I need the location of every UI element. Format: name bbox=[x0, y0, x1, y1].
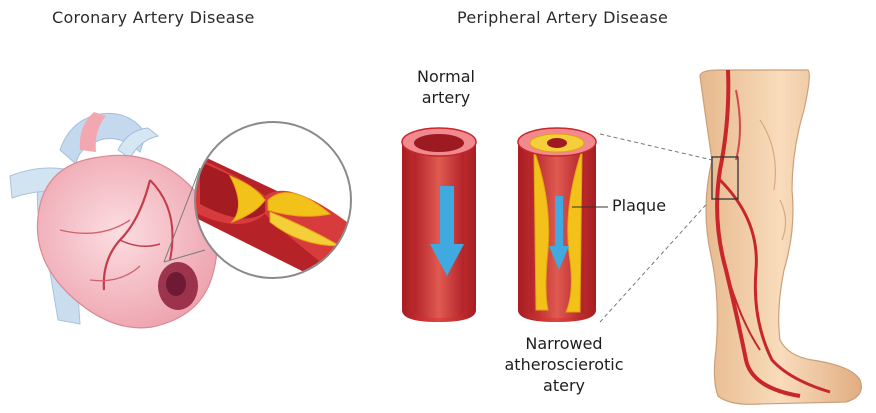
narrowed-artery-label: Narrowed atheroscierotic atery bbox=[478, 333, 650, 396]
callout-line-bottom bbox=[600, 198, 712, 322]
normal-artery-label-line1: Normal bbox=[400, 66, 492, 87]
normal-artery-label: Normal artery bbox=[400, 66, 492, 108]
heart-illustration bbox=[10, 112, 217, 328]
narrowed-artery-label-line3: atery bbox=[478, 375, 650, 396]
zoom-circle bbox=[190, 122, 360, 300]
plaque-label: Plaque bbox=[612, 195, 666, 216]
narrowed-artery-label-line1: Narrowed bbox=[478, 333, 650, 354]
narrowed-artery-label-line2: atheroscierotic bbox=[478, 354, 650, 375]
normal-artery-label-line2: artery bbox=[400, 87, 492, 108]
narrowed-artery-cross-section bbox=[518, 128, 608, 322]
leg-illustration bbox=[700, 70, 861, 404]
callout-line-top bbox=[600, 134, 712, 160]
normal-artery-cross-section bbox=[402, 128, 476, 322]
